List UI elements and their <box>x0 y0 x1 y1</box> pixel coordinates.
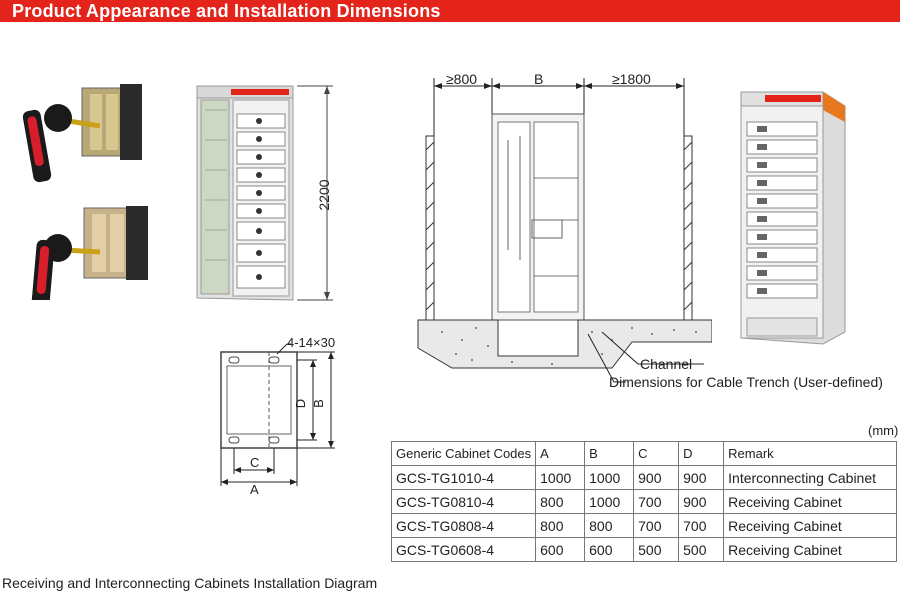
table-header: C <box>633 441 680 466</box>
table-row: GCS-TG1010-4 1000 1000 900 900 Interconn… <box>390 465 898 490</box>
table-header: D <box>678 441 725 466</box>
unit-label: (mm) <box>868 423 899 438</box>
table-cell: GCS-TG0608-4 <box>390 537 537 562</box>
table-cell: 800 <box>535 489 586 514</box>
table-row: GCS-TG0810-4 800 1000 700 900 Receiving … <box>390 489 898 514</box>
table-cell: 900 <box>678 465 725 490</box>
table-cell: 900 <box>633 465 680 490</box>
table-cell: 500 <box>678 537 725 562</box>
table-cell: 600 <box>535 537 586 562</box>
table-cell: Interconnecting Cabinet <box>723 465 898 490</box>
mounting-holes-label: 4-14×30 <box>287 335 336 350</box>
rotary-switch-top-image <box>22 84 142 183</box>
channel-label: Channel <box>640 356 693 372</box>
mounting-footprint-diagram <box>220 343 335 486</box>
table-cell: 500 <box>633 537 680 562</box>
table-row: GCS-TG0808-4 800 800 700 700 Receiving C… <box>390 513 898 538</box>
header-bar: Product Appearance and Installation Dime… <box>0 0 900 22</box>
table-cell: Receiving Cabinet <box>723 489 898 514</box>
cabinet-dimensions-table: Generic Cabinet Codes A B C D Remark GCS… <box>390 441 898 562</box>
height-dimension-label: 2200 <box>316 179 332 211</box>
table-cell: 700 <box>633 489 680 514</box>
table-cell: 700 <box>633 513 680 538</box>
table-header: B <box>584 441 635 466</box>
rotary-switch-images <box>22 84 148 300</box>
table-cell: 800 <box>584 513 635 538</box>
diagram-caption: Receiving and Interconnecting Cabinets I… <box>2 575 378 591</box>
table-row: GCS-TG0608-4 600 600 500 500 Receiving C… <box>390 537 898 562</box>
footprint-c-label: C <box>250 455 260 470</box>
table-cell: Receiving Cabinet <box>723 513 898 538</box>
table-cell: 800 <box>535 513 586 538</box>
table-cell: GCS-TG0808-4 <box>390 513 537 538</box>
table-cell: 700 <box>678 513 725 538</box>
table-header: Remark <box>723 441 898 466</box>
cabinet-front-image <box>740 91 846 345</box>
cable-trench-label: Dimensions for Cable Trench (User-define… <box>609 374 883 390</box>
table-cell: 1000 <box>584 465 635 490</box>
open-cabinet-image <box>196 85 333 301</box>
table-header-row: Generic Cabinet Codes A B C D Remark <box>390 441 898 466</box>
table-cell: Receiving Cabinet <box>723 537 898 562</box>
rotary-switch-bottom-image <box>31 206 148 300</box>
right-clearance-label: ≥1800 <box>612 71 651 87</box>
table-cell: GCS-TG0810-4 <box>390 489 537 514</box>
table-cell: 1000 <box>535 465 586 490</box>
left-clearance-label: ≥800 <box>446 71 478 87</box>
width-b-label: B <box>534 71 544 87</box>
table-cell: 1000 <box>584 489 635 514</box>
table-cell: GCS-TG1010-4 <box>390 465 537 490</box>
table-header: Generic Cabinet Codes <box>390 441 537 466</box>
footprint-d-label: D <box>293 398 309 409</box>
installation-diagram <box>417 78 712 383</box>
page-title: Product Appearance and Installation Dime… <box>12 1 441 21</box>
footprint-a-label: A <box>250 482 259 497</box>
table-cell: 600 <box>584 537 635 562</box>
table-header: A <box>535 441 586 466</box>
footprint-b-label: B <box>310 399 326 408</box>
table-cell: 900 <box>678 489 725 514</box>
